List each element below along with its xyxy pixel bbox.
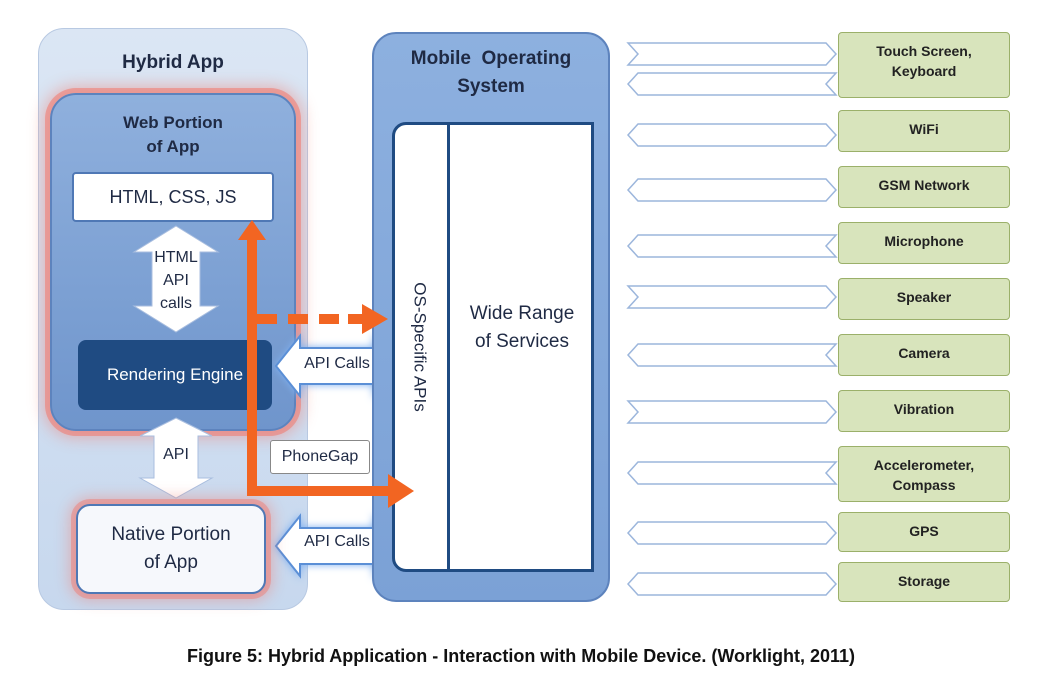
html-api-calls-label: HTML API calls [140, 246, 212, 315]
device-label-6: Vibration [894, 399, 954, 419]
device-line-8-0: GPS [909, 523, 939, 539]
web-portion-title: Web Portion of App [50, 111, 296, 159]
device-line-3-0: Microphone [884, 233, 964, 249]
html-api-double-arrow [132, 225, 220, 333]
device-box-9: Storage [838, 562, 1010, 602]
api-calls-label-1: API Calls [304, 355, 370, 372]
os-inner-panel [392, 122, 594, 572]
device-box-8: GPS [838, 512, 1010, 552]
row-arrow-7-0 [626, 461, 838, 485]
native-line2: of App [144, 552, 198, 573]
phonegap-horizontal-bar [247, 486, 389, 496]
device-line-7-0: Accelerometer, [873, 457, 975, 473]
phonegap-vertical-bar [247, 238, 257, 496]
row-arrow-6-0 [626, 400, 838, 424]
web-portion-title-text: Web Portion of App [123, 113, 223, 156]
dashed-arrowhead [362, 304, 388, 334]
dash-2 [288, 314, 308, 324]
wide-range-services: Wide Range of Services [452, 300, 592, 356]
device-label-2: GSM Network [878, 175, 969, 195]
os-title-line2: System [457, 76, 525, 97]
phonegap-up-arrowhead [238, 220, 266, 240]
device-line-2-0: GSM Network [878, 177, 970, 193]
dash-1 [257, 314, 277, 324]
dash-4 [348, 314, 362, 324]
api-calls-label-2: API Calls [304, 533, 370, 550]
device-label-4: Speaker [897, 287, 951, 307]
html-api-line3: calls [159, 295, 192, 312]
api-label: API [163, 446, 189, 463]
device-label-1: WiFi [909, 119, 938, 139]
row-arrow-8-0 [626, 521, 838, 545]
mobile-os-title: Mobile Operating System [372, 45, 610, 101]
device-label-7: Accelerometer, Compass [874, 455, 974, 495]
device-box-4: Speaker [838, 278, 1010, 320]
os-divider [447, 122, 450, 572]
row-arrow-3-0 [626, 234, 838, 258]
services-line2: of Services [475, 331, 569, 352]
device-line-4-0: Speaker [896, 289, 952, 305]
phonegap-label: PhoneGap [270, 440, 370, 474]
row-arrow-4-0 [626, 285, 838, 309]
html-api-line2: API [163, 272, 189, 289]
device-line-0-1: Keyboard [891, 63, 957, 79]
row-arrow-2-0 [626, 178, 838, 202]
device-line-7-1: Compass [892, 477, 956, 493]
device-box-6: Vibration [838, 390, 1010, 432]
native-portion-box: Native Portion of App [76, 504, 266, 594]
device-line-0-0: Touch Screen, [876, 43, 972, 59]
row-arrow-0-1 [626, 72, 838, 96]
device-label-3: Microphone [884, 231, 963, 251]
device-box-3: Microphone [838, 222, 1010, 264]
rendering-engine-box: Rendering Engine [78, 340, 272, 410]
device-line-5-0: Camera [898, 345, 950, 361]
device-box-5: Camera [838, 334, 1010, 376]
phonegap-right-arrowhead [388, 474, 414, 508]
figure-caption: Figure 5: Hybrid Application - Interacti… [186, 646, 856, 666]
device-line-1-0: WiFi [909, 121, 939, 137]
hybrid-app-title: Hybrid App [122, 52, 224, 73]
services-line1: Wide Range [469, 303, 575, 324]
html-css-js-box: HTML, CSS, JS [72, 172, 274, 222]
device-label-9: Storage [898, 571, 950, 591]
device-line-9-0: Storage [897, 573, 951, 589]
os-title-line1: Mobile Operating [410, 48, 572, 69]
row-arrow-1-0 [626, 123, 838, 147]
device-box-0: Touch Screen, Keyboard [838, 32, 1010, 98]
device-box-1: WiFi [838, 110, 1010, 152]
api-double-arrow [138, 417, 214, 499]
row-arrow-0-0 [626, 42, 838, 66]
dash-3 [319, 314, 339, 324]
device-label-0: Touch Screen, Keyboard [876, 41, 971, 81]
native-line1: Native Portion [111, 524, 231, 545]
device-line-6-0: Vibration [893, 401, 955, 417]
device-box-2: GSM Network [838, 166, 1010, 208]
device-box-7: Accelerometer, Compass [838, 446, 1010, 502]
row-arrow-5-0 [626, 343, 838, 367]
device-label-5: Camera [898, 343, 949, 363]
row-arrow-9-0 [626, 572, 838, 596]
device-label-8: GPS [909, 521, 939, 541]
html-api-line1: HTML [154, 249, 198, 266]
